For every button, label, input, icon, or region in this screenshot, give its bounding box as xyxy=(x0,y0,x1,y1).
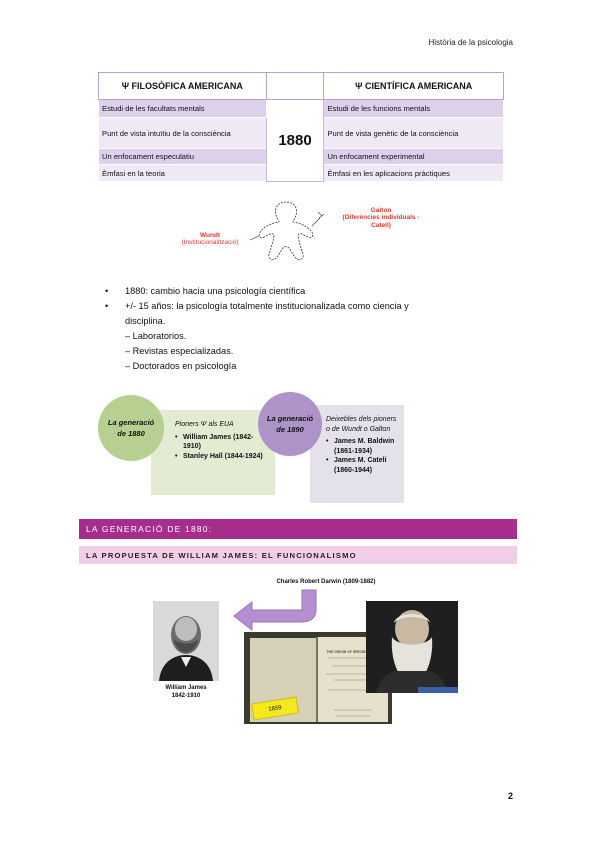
table-header-right: Ψ CIENTÍFICA AMERICANA xyxy=(323,72,504,100)
gen1890-title: Deixebles dels pioners o de Wundt o Galt… xyxy=(326,416,397,433)
circle-label: de 1880 xyxy=(117,429,145,438)
table-year: 1880 xyxy=(265,99,325,182)
wundt-note: (Institucionalització) xyxy=(181,239,239,247)
bullet-dot-icon: • xyxy=(105,286,109,296)
page-number: 2 xyxy=(507,791,513,801)
wundt-name: Wundt xyxy=(199,232,221,239)
galton-label: Galton (Diferències individuals - Catell… xyxy=(330,207,432,229)
galton-name: Galton xyxy=(370,207,392,214)
table-header-left: Ψ FILOSÒFICA AMERICANA xyxy=(98,72,267,100)
circle-label: La generació xyxy=(107,418,155,427)
comparison-table: Ψ FILOSÒFICA AMERICANA Ψ CIENTÍFICA AMER… xyxy=(98,72,504,182)
wundt-label: Wundt (Institucionalització) xyxy=(168,232,252,247)
list-item: William James (1842-1910) xyxy=(175,433,269,452)
arrow-icon xyxy=(233,589,317,632)
sub-item: – Laboratorios. xyxy=(125,331,187,341)
table-cell: Estudi de les funcions mentals xyxy=(323,99,504,118)
bullet-item: • +/- 15 años: la psicología totalmente i… xyxy=(105,299,485,329)
subsection-heading: LA PROPUESTA DE WILLIAM JAMES: EL FUNCIO… xyxy=(79,546,517,564)
bullet-item: • 1880: cambio hacia una psicología cient… xyxy=(105,284,485,299)
table-cell: Un enfocament especulatiu xyxy=(98,148,267,165)
galton-note-2: Catell) xyxy=(371,221,391,229)
bullet-text: +/- 15 años: la psicología totalmente in… xyxy=(125,301,409,311)
table-cell: Punt de vista genètic de la consciència xyxy=(323,117,504,149)
gen1890-circle: La generació de 1890 xyxy=(258,392,322,456)
list-item: James M. Cateli (1860-1944) xyxy=(326,456,398,475)
table-cell: Un enfocament experimental xyxy=(323,148,504,165)
table-cell: Punt de vista intuïtiu de la consciència xyxy=(98,117,267,149)
darwin-portrait xyxy=(366,601,458,693)
table-header-gap xyxy=(266,72,324,100)
james-years: 1842-1910 xyxy=(171,693,201,699)
william-james-caption: William James 1842-1910 xyxy=(148,684,224,700)
william-james-portrait xyxy=(153,601,219,681)
gen1880-box: Pioners Ψ als EUA William James (1842-19… xyxy=(151,410,275,495)
sub-item: – Revistas especializadas. xyxy=(125,346,234,356)
circle-label: de 1890 xyxy=(276,425,304,434)
running-header: Història de la psicologia xyxy=(428,38,514,47)
book-title: THE ORIGIN OF SPECIES xyxy=(326,650,368,654)
bullet-list: • 1880: cambio hacia una psicología cient… xyxy=(105,284,485,374)
section-heading: LA GENERACIÓ DE 1880: xyxy=(79,519,517,539)
table-cell: Estudi de les facultats mentals xyxy=(98,99,267,118)
darwin-caption: Charles Robert Darwin (1809-1882) xyxy=(276,579,376,585)
table-cell: Èmfasi en les aplicacions pràctiques xyxy=(323,164,504,182)
bullet-dot-icon: • xyxy=(105,301,109,311)
list-item: James M. Baldwin (1861-1934) xyxy=(326,437,398,456)
gen1890-box: Deixebles dels pioners o de Wundt o Galt… xyxy=(310,405,404,503)
figure-outline-illustration xyxy=(249,201,325,261)
gen1880-title: Pioners Ψ als EUA xyxy=(175,421,234,428)
circle-label: La generació xyxy=(266,414,314,423)
table-cell: Èmfasi en la teoria xyxy=(98,164,267,182)
sub-item: – Doctorados en psicología xyxy=(125,361,237,371)
galton-note: (Diferències individuals - xyxy=(342,214,420,222)
list-item: Stanley Hall (1844-1924) xyxy=(175,452,269,462)
gen1880-circle: La generació de 1880 xyxy=(98,395,164,461)
bullet-text-continued: disciplina. xyxy=(125,316,166,326)
bullet-text: 1880: cambio hacia una psicología cientí… xyxy=(125,286,306,296)
james-name: William James xyxy=(165,685,207,691)
